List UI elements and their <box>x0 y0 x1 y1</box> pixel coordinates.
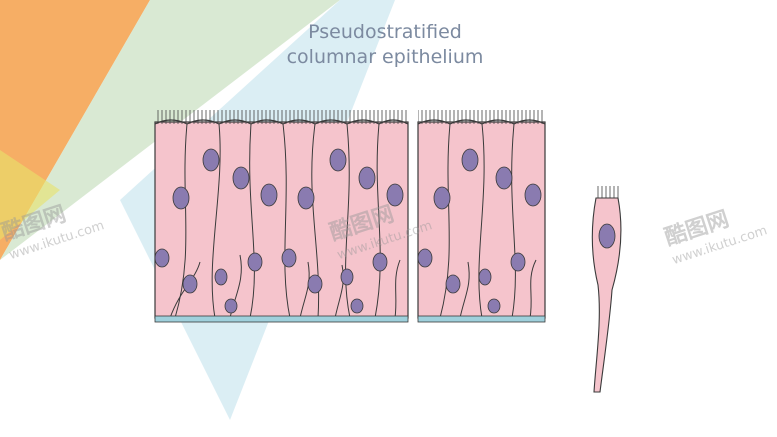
yellow-wedge <box>0 150 60 240</box>
tissue-block-left <box>154 110 409 323</box>
tissue-block-right <box>417 110 546 323</box>
isolated-ciliated-cell <box>591 186 622 393</box>
nuclei-left <box>154 148 404 314</box>
cilia-left <box>155 110 408 124</box>
cell-boundaries-right <box>439 123 537 319</box>
basement-membrane-right <box>417 315 546 323</box>
cilia-right <box>418 110 545 124</box>
title-line-2: columnar epithelium <box>286 46 484 68</box>
basement-membrane-left <box>154 315 409 323</box>
isolated-cell-body <box>591 197 622 393</box>
isolated-cell-cilia <box>597 186 619 198</box>
diagram-title: Pseudostratified columnar epithelium <box>260 20 510 70</box>
isolated-cell-nucleus <box>598 223 616 249</box>
nuclei-right <box>417 148 542 314</box>
title-line-1: Pseudostratified <box>308 21 462 43</box>
